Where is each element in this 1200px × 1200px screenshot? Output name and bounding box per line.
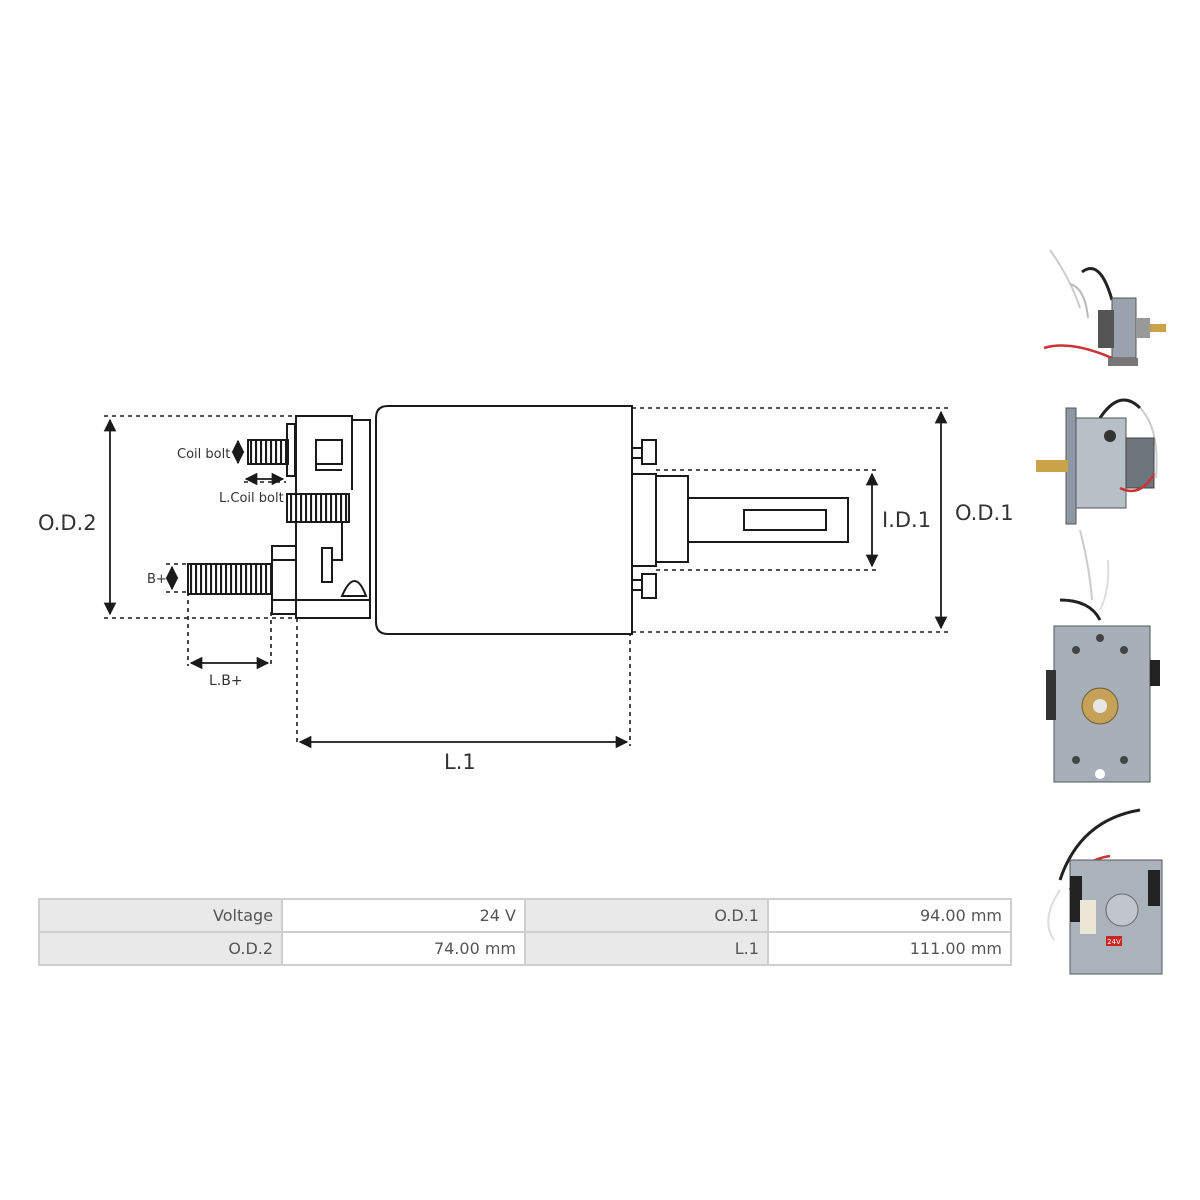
spec-value: 74.00 mm <box>283 933 524 964</box>
spec-key: O.D.2 <box>40 933 282 964</box>
product-photo-rear-view[interactable]: 24V <box>1030 800 1170 980</box>
spec-key: O.D.1 <box>526 900 767 931</box>
l-b-plus-label: L.B+ <box>209 673 243 689</box>
l-coil-bolt-label: L.Coil bolt <box>219 491 284 506</box>
spec-value: 24 V <box>283 900 524 931</box>
coil-bolt <box>247 439 289 465</box>
spec-key: Voltage <box>40 900 282 931</box>
spec-key: L.1 <box>526 933 767 964</box>
extension-lines <box>104 407 948 746</box>
dimension-arrows <box>103 410 948 749</box>
table-row: Voltage 24 V O.D.1 94.00 mm <box>40 900 1010 931</box>
terminal-stud <box>286 493 350 523</box>
specifications-table: Voltage 24 V O.D.1 94.00 mm O.D.2 74.00 … <box>38 898 1012 966</box>
dimension-labels: O.D.2 O.D.1 I.D.1 L.1 Coil bolt L.Coil b… <box>38 447 1014 774</box>
plunger-housing <box>631 473 657 567</box>
solenoid-drawing <box>187 405 849 635</box>
coil-bolt-label: Coil bolt <box>177 447 230 462</box>
product-photo-side-view[interactable] <box>1030 248 1170 370</box>
id1-label: I.D.1 <box>882 508 931 532</box>
voltage-sticker-label: 24V <box>1107 938 1121 946</box>
table-row: O.D.2 74.00 mm L.1 111.00 mm <box>40 933 1010 964</box>
b-plus-label: B+ <box>147 572 167 587</box>
main-body <box>375 405 633 635</box>
b-plus-terminal <box>187 563 275 595</box>
spec-value: 94.00 mm <box>768 900 1010 931</box>
product-photo-front-view[interactable] <box>1030 530 1170 784</box>
od2-label: O.D.2 <box>38 511 97 535</box>
od1-label: O.D.1 <box>955 501 1014 525</box>
solenoid-dimension-diagram: O.D.2 O.D.1 I.D.1 L.1 Coil bolt L.Coil b… <box>38 405 1014 774</box>
l1-label: L.1 <box>444 750 476 774</box>
product-photo-angle-view[interactable] <box>1030 388 1170 528</box>
spec-value: 111.00 mm <box>768 933 1010 964</box>
